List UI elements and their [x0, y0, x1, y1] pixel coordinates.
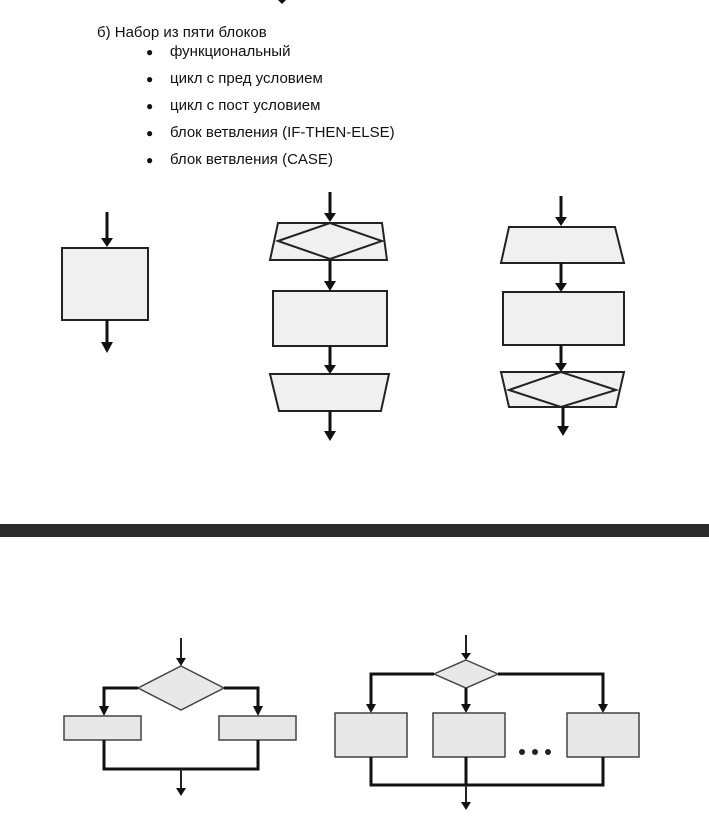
process-box [61, 247, 149, 321]
bullet-icon: ● [146, 126, 154, 140]
case-option-box [566, 712, 640, 758]
arrowhead-icon [101, 342, 113, 353]
list-item: ● блок ветвления (CASE) [146, 151, 395, 178]
arrowhead-icon [461, 704, 471, 713]
loop-end-trapezoid [499, 371, 626, 408]
selector-diamond [432, 659, 500, 689]
arrowhead-icon [324, 431, 336, 441]
list-item-label: блок ветвления (CASE) [170, 151, 333, 168]
arrowhead-icon [253, 706, 263, 716]
arrowhead-icon [555, 283, 567, 292]
arrowhead-icon [176, 788, 186, 796]
arrowhead-icon [324, 213, 336, 222]
section-divider [0, 524, 709, 537]
condition-diamond [505, 370, 620, 409]
condition-diamond [274, 221, 386, 261]
precondition-loop-diagram [268, 192, 391, 441]
case-option-box [432, 712, 506, 758]
arrowhead-icon [278, 0, 286, 4]
bullet-icon: ● [146, 45, 154, 59]
case-branch-right [498, 672, 605, 708]
arrowhead-icon [101, 238, 113, 247]
functional-block-diagram [61, 212, 149, 353]
arrowhead-icon [99, 706, 109, 716]
section-heading: б) Набор из пяти блоков [97, 24, 267, 41]
ellipsis-dot-icon [532, 749, 538, 755]
list-item: ● блок ветвления (IF-THEN-ELSE) [146, 124, 395, 151]
arrowhead-icon [366, 704, 376, 713]
condition-diamond [136, 665, 226, 711]
merge-line [369, 757, 605, 787]
arrowhead-icon [461, 653, 471, 660]
arrowhead-icon [598, 704, 608, 713]
arrowhead-icon [324, 281, 336, 291]
ellipsis-dot-icon [545, 749, 551, 755]
list-item-label: цикл с пред условием [170, 70, 323, 87]
else-box [218, 715, 297, 741]
list-item-label: цикл с пост условием [170, 97, 321, 114]
case-option-box [334, 712, 408, 758]
right-branch-line [224, 686, 260, 710]
loop-end-trapezoid [268, 373, 391, 412]
arrowhead-icon [461, 802, 471, 810]
list-item: ● цикл с пост условием [146, 97, 395, 124]
loop-body-box [502, 291, 625, 346]
then-box [63, 715, 142, 741]
arrowhead-icon [324, 365, 336, 374]
loop-header-trapezoid [268, 222, 389, 261]
list-item: ● цикл с пред условием [146, 70, 395, 97]
case-diagram [334, 635, 640, 810]
arrowhead-icon [555, 217, 567, 226]
list-item-label: блок ветвления (IF-THEN-ELSE) [170, 124, 395, 141]
bullet-icon: ● [146, 72, 154, 86]
bullet-icon: ● [146, 99, 154, 113]
loop-start-trapezoid [499, 226, 626, 264]
arrowhead-icon [557, 426, 569, 436]
merge-line [102, 740, 260, 771]
list-item: ● функциональный [146, 43, 395, 70]
ellipsis-dot-icon [519, 749, 525, 755]
list-item-label: функциональный [170, 43, 291, 60]
if-then-else-diagram [63, 638, 297, 796]
left-branch-line [102, 686, 138, 710]
block-types-list: ● функциональный ● цикл с пред условием ● ц… [146, 43, 395, 178]
bullet-icon: ● [146, 153, 154, 167]
loop-body-box [272, 290, 388, 347]
arrowhead-icon [176, 658, 186, 666]
case-branch-left [369, 672, 434, 708]
arrowhead-icon [555, 363, 567, 372]
postcondition-loop-diagram [499, 196, 626, 436]
